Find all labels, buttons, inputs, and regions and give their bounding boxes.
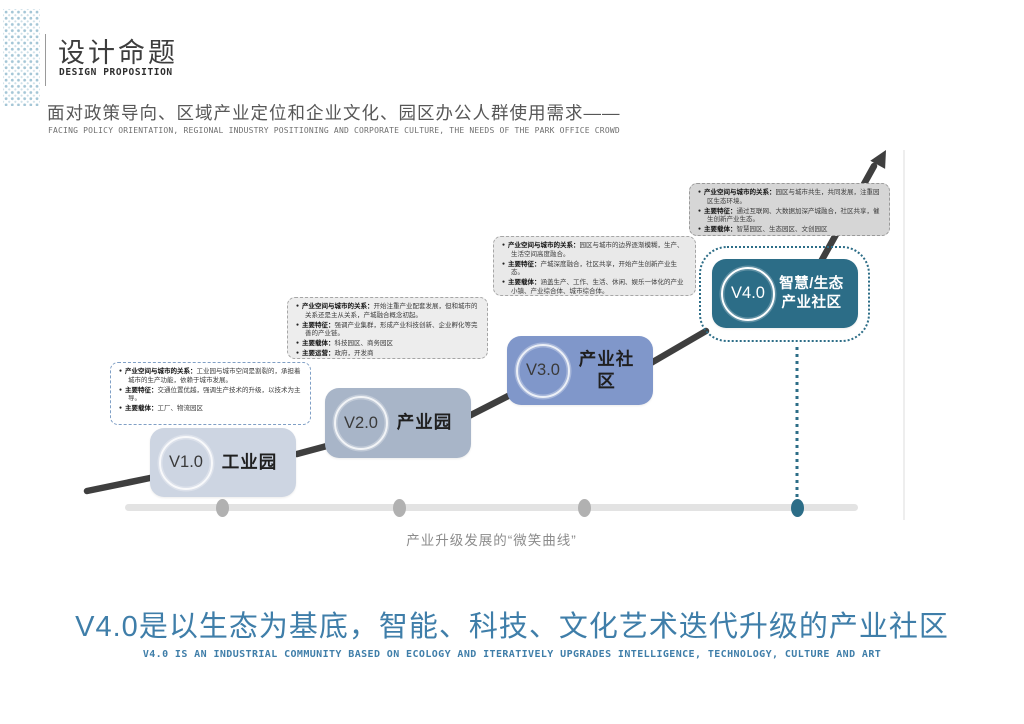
stage-version-badge: V4.0 <box>721 266 775 321</box>
timeline-dot-v2 <box>393 499 406 517</box>
footer-headline-zh: V4.0是以生态为基底，智能、科技、文化艺术迭代升级的产业社区 <box>75 611 949 643</box>
stage-label: 智慧/生态 产业社区 <box>779 276 844 311</box>
timeline-dot-v4 <box>791 499 804 517</box>
intro-line-zh: 面对政策导向、区域产业定位和企业文化、园区办公人群使用需求—— <box>47 103 621 123</box>
note-item: 主要载体：涵盖生产、工作、生活、休闲、娱乐一体化的产业小镇、产业综合体、城市综合… <box>502 279 687 295</box>
stage-label: 产业社区 <box>578 348 635 391</box>
stage-version-badge: V3.0 <box>516 343 570 398</box>
note-item: 主要特征：交通位置优越，强调生产技术的升级，以技术为主导。 <box>119 387 302 405</box>
note-item: 主要载体：科技园区、商务园区 <box>296 340 479 349</box>
timeline-bar <box>125 504 858 511</box>
note-box-v3: 产业空间与城市的关系：园区与城市的边界逐渐模糊，生产、生活空间高度融合。 主要特… <box>493 236 696 296</box>
title-divider <box>45 34 46 86</box>
timeline-dot-v1 <box>216 499 229 517</box>
stage-card-v3: V3.0 产业社区 <box>507 336 653 405</box>
note-item: 产业空间与城市的关系：园区与城市共生，共同发展，注重园区生态环境。 <box>698 189 881 207</box>
stage-label: 工业园 <box>221 451 278 472</box>
smile-curve-caption: 产业升级发展的“微笑曲线” <box>406 533 577 548</box>
note-item: 主要运营：政府，开发商 <box>296 350 479 358</box>
note-box-v2: 产业空间与城市的关系：开始注重产业配套发展，但和城市的关系还是主从关系，产城融合… <box>287 297 488 359</box>
note-item: 产业空间与城市的关系：开始注重产业配套发展，但和城市的关系还是主从关系，产城融合… <box>296 303 479 321</box>
note-box-v4: 产业空间与城市的关系：园区与城市共生，共同发展，注重园区生态环境。 主要特征：通… <box>689 183 890 236</box>
note-item: 主要载体：工厂、物流园区 <box>119 405 302 414</box>
stage-card-v4: V4.0 智慧/生态 产业社区 <box>712 259 858 328</box>
page-title-en: DESIGN PROPOSITION <box>59 67 173 78</box>
note-item: 主要特征：强调产业集群，形成产业科技创新、企业孵化等完善的产业链。 <box>296 322 479 340</box>
intro-line-en: FACING POLICY ORIENTATION, REGIONAL INDU… <box>48 126 620 135</box>
stage-card-v1: V1.0 工业园 <box>150 428 296 497</box>
note-item: 产业空间与城市的关系：园区与城市的边界逐渐模糊，生产、生活空间高度融合。 <box>502 242 687 260</box>
footer-headline-en: V4.0 IS AN INDUSTRIAL COMMUNITY BASED ON… <box>142 649 882 660</box>
note-box-v1: 产业空间与城市的关系：工业园与城市空间是割裂的，承担着城市的生产功能，依赖于城市… <box>110 362 311 425</box>
stage-version-badge: V1.0 <box>159 435 213 490</box>
arrow-head-icon <box>870 150 886 169</box>
page-title: 设计命题 <box>58 38 178 68</box>
note-item: 产业空间与城市的关系：工业园与城市空间是割裂的，承担着城市的生产功能，依赖于城市… <box>119 368 302 386</box>
note-item: 主要特征：通过互联网、大数据加深产城融合，社区共享，催生创新产业生态。 <box>698 208 881 226</box>
logo-dot-pattern-icon <box>3 9 40 106</box>
stage-label: 产业园 <box>396 412 453 433</box>
timeline-dot-v3 <box>578 499 591 517</box>
note-item: 主要特征：产城深度融合，社区共享，开始产生创新产业生态。 <box>502 261 687 279</box>
stage-card-v2: V2.0 产业园 <box>325 388 471 458</box>
note-item: 主要载体：智慧园区、生态园区、文创园区 <box>698 226 881 235</box>
stage-version-badge: V2.0 <box>334 396 388 450</box>
